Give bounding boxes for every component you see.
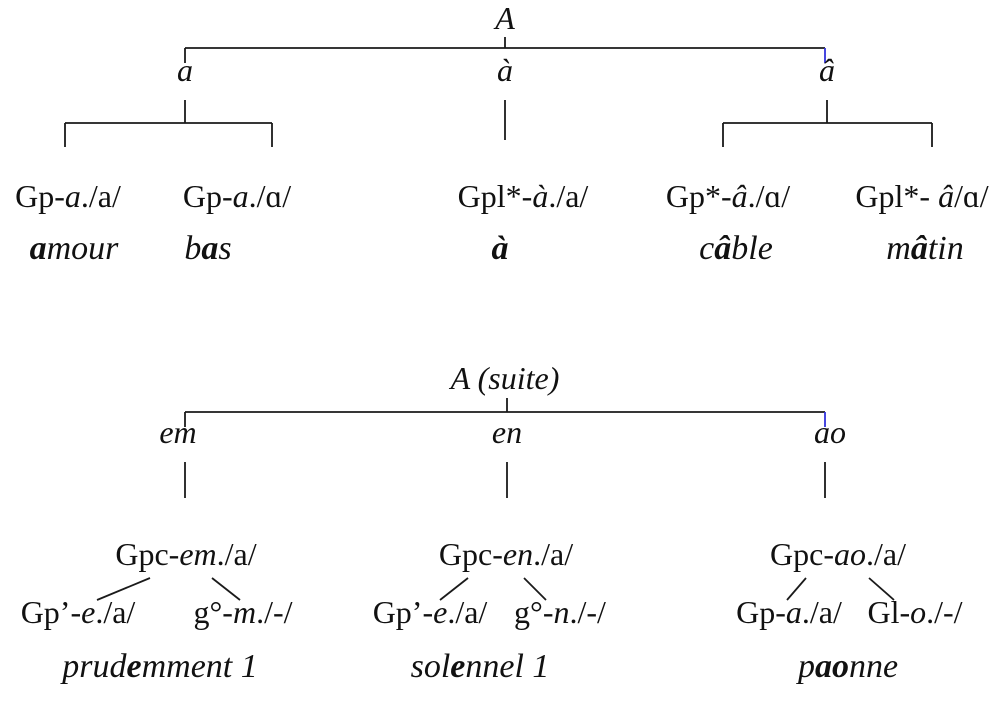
node-phoneme: ./-/ <box>926 594 963 630</box>
word-key-letter: â <box>910 230 928 267</box>
tree1-leaf-3-label: Gp*-â./ɑ/ <box>666 180 790 212</box>
node-prefix: Gl- <box>867 594 911 630</box>
word-pre: c <box>699 230 715 267</box>
word-post: s <box>218 230 232 267</box>
node-phoneme: ./-/ <box>569 594 606 630</box>
leaf-grapheme: â <box>938 178 955 214</box>
tree1-branch-a-grave: à <box>497 52 513 88</box>
word-pre: m <box>886 230 911 267</box>
word-pre: prud <box>62 648 127 685</box>
word-key-letter: â <box>714 230 732 267</box>
tree1-connectors <box>64 37 933 147</box>
leaf-grapheme: à <box>532 178 549 214</box>
tree2-group-1-parent-label: Gpc-en./a/ <box>439 538 573 570</box>
leaf-phoneme: ./ɑ/ <box>248 178 292 214</box>
tree2-example-word-paonne: paonne <box>798 650 898 684</box>
word-key-letter: a <box>29 230 47 267</box>
node-phoneme: ./-/ <box>256 594 293 630</box>
word-key-letter: ao <box>814 648 849 685</box>
tree2-group-0-left-child-label: Gp’-e./a/ <box>21 596 136 628</box>
tree2-branch-en: en <box>491 414 523 450</box>
tree1-example-word-cable: câble <box>699 232 773 266</box>
tree2-group-0-right-child-label: g°-m./-/ <box>194 596 293 628</box>
tree1-example-word-matin: mâtin <box>886 232 963 266</box>
node-grapheme: ao <box>833 536 866 572</box>
tree2-group-2-left-child-label: Gp-a./a/ <box>736 596 842 628</box>
word-post: ble <box>731 230 773 267</box>
node-prefix: Gp’- <box>20 594 82 630</box>
tree2-connectors <box>96 398 895 601</box>
tree2-example-word-solennel: solennel 1 <box>411 650 550 684</box>
word-pre: p <box>797 648 815 685</box>
tree1-leaf-2-label: Gpl*-à./a/ <box>458 180 589 212</box>
word-pre: b <box>184 230 202 267</box>
tree2-example-word-prudemment: prudemment 1 <box>62 650 257 684</box>
tree2-group-0-parent-label: Gpc-em./a/ <box>115 538 256 570</box>
tree1-leaf-4-label: Gpl*- â/ɑ/ <box>855 180 988 212</box>
leaf-phoneme: /ɑ/ <box>954 178 989 214</box>
word-key-letter: a <box>201 230 219 267</box>
tree2-group-1-right-child-label: g°-n./-/ <box>514 596 606 628</box>
node-grapheme: e <box>81 594 96 630</box>
tree1-root: A <box>495 0 515 36</box>
node-phoneme: ./a/ <box>447 594 488 630</box>
word-key-letter: e <box>450 648 466 685</box>
node-grapheme: m <box>232 594 257 630</box>
node-grapheme: em <box>179 536 217 572</box>
tree1-leaf-1-label: Gp-a./ɑ/ <box>183 180 291 212</box>
node-grapheme: o <box>910 594 927 630</box>
tree2-branch-ao: ao <box>814 414 846 450</box>
word-pre: sol <box>410 648 451 685</box>
leaf-phoneme: ./a/ <box>548 178 589 214</box>
tree2-group-2-right-child-label: Gl-o./-/ <box>867 596 962 628</box>
leaf-prefix: Gpl*- <box>457 178 533 214</box>
leaf-prefix: Gp*- <box>665 178 732 214</box>
tree1-example-word-bas: bas <box>184 232 231 266</box>
leaf-grapheme: â <box>731 178 748 214</box>
tree1-branch-a: a <box>177 52 193 88</box>
leaf-prefix: Gp- <box>15 178 65 214</box>
tree1-example-word-amour: amour <box>30 232 119 266</box>
tree1-branch-a-circumflex: â <box>819 52 835 88</box>
tree2-root: A (suite) <box>450 360 560 396</box>
tree2-branch-em: em <box>159 414 197 450</box>
word-post: mment 1 <box>141 648 258 685</box>
tree1-leaf-0-label: Gp-a./a/ <box>15 180 121 212</box>
node-prefix: g°- <box>514 594 554 630</box>
node-phoneme: ./a/ <box>533 536 574 572</box>
node-prefix: Gpc- <box>770 536 834 572</box>
word-key-letter: e <box>126 648 142 685</box>
node-prefix: Gp’- <box>372 594 434 630</box>
tree1-example-word-a-grave: à <box>492 232 509 266</box>
word-post: tin <box>927 230 964 267</box>
node-grapheme: n <box>553 594 570 630</box>
node-grapheme: e <box>433 594 448 630</box>
node-phoneme: ./a/ <box>95 594 136 630</box>
word-post: mour <box>46 230 119 267</box>
leaf-phoneme: ./ɑ/ <box>747 178 791 214</box>
node-prefix: Gpc- <box>438 536 503 572</box>
node-prefix: Gp- <box>736 594 786 630</box>
node-phoneme: ./a/ <box>216 536 257 572</box>
node-grapheme: en <box>502 536 534 572</box>
node-prefix: g°- <box>193 594 233 630</box>
tree2-group-1-left-child-label: Gp’-e./a/ <box>373 596 488 628</box>
leaf-grapheme: a <box>64 178 81 214</box>
leaf-grapheme: a <box>232 178 249 214</box>
leaf-phoneme: ./a/ <box>80 178 121 214</box>
tree2-group-2-parent-label: Gpc-ao./a/ <box>770 538 906 570</box>
node-phoneme: ./a/ <box>801 594 842 630</box>
word-post: nnel 1 <box>465 648 550 685</box>
word-post: nne <box>848 648 899 685</box>
leaf-prefix: Gpl*- <box>855 178 939 214</box>
node-grapheme: a <box>785 594 802 630</box>
word-key-letter: à <box>491 230 509 267</box>
leaf-prefix: Gp- <box>182 178 233 214</box>
node-phoneme: ./a/ <box>865 536 906 572</box>
node-prefix: Gpc- <box>115 536 180 572</box>
